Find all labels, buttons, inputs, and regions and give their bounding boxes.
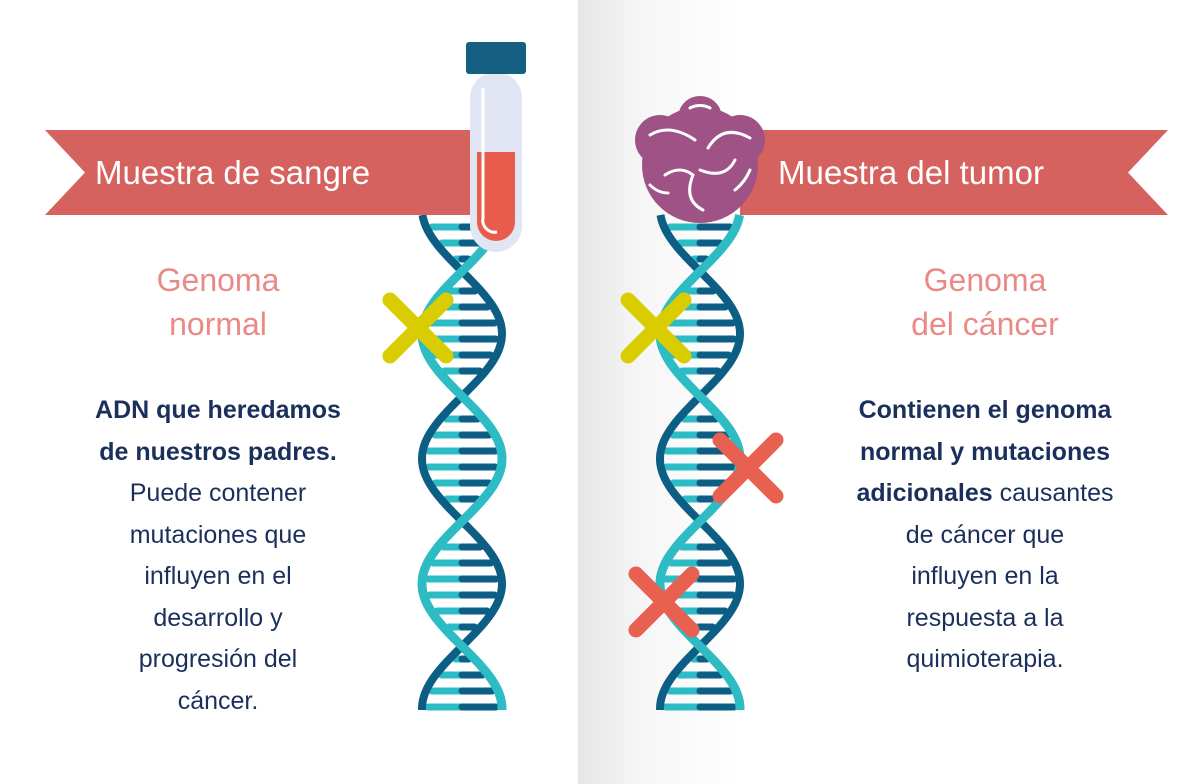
bold-line: de nuestros padres. [99, 437, 337, 466]
text-line: influyen en la [911, 562, 1059, 590]
text-line: progresión del [138, 645, 298, 673]
text-line: cáncer. [177, 686, 259, 715]
bold-line: Contienen el genoma [858, 396, 1112, 424]
title-line: normal [169, 306, 267, 342]
text-line: de cáncer que [905, 520, 1065, 549]
section-title-cancer-genome: Genoma del cáncer [840, 258, 1130, 346]
description-cancer: Contienen el genoma normal y mutaciones … [800, 390, 1170, 681]
text-line: mutaciones que [129, 520, 307, 549]
banner-blood-sample: Muestra de sangre [45, 130, 475, 215]
bold-line: adicionales [856, 479, 993, 507]
mutation-x-icon [628, 566, 700, 638]
description-normal: ADN que heredamos de nuestros padres. Pu… [40, 390, 396, 722]
title-line: Genoma [923, 262, 1047, 298]
test-tube-icon [466, 42, 526, 252]
section-title-normal-genome: Genoma normal [80, 258, 356, 346]
text-line: causantes [992, 479, 1114, 507]
title-line: del cáncer [911, 306, 1059, 342]
text-line: Puede contener [129, 479, 307, 507]
text-line: quimioterapia. [906, 645, 1064, 673]
mutation-x-icon [620, 292, 692, 364]
title-line: Genoma [156, 262, 280, 298]
banner-tumor-sample: Muestra del tumor [740, 130, 1168, 215]
text-line: respuesta a la [906, 603, 1064, 632]
bold-line: ADN que heredamos [95, 396, 341, 424]
text-line: desarrollo y [153, 603, 283, 632]
mutation-x-icon [712, 432, 784, 504]
text-line: influyen en el [144, 562, 292, 590]
bold-line: normal y mutaciones [859, 437, 1111, 466]
mutation-x-icon [382, 292, 454, 364]
tumor-icon [635, 96, 765, 223]
banner-label: Muestra del tumor [778, 153, 1044, 191]
banner-label: Muestra de sangre [95, 153, 371, 191]
